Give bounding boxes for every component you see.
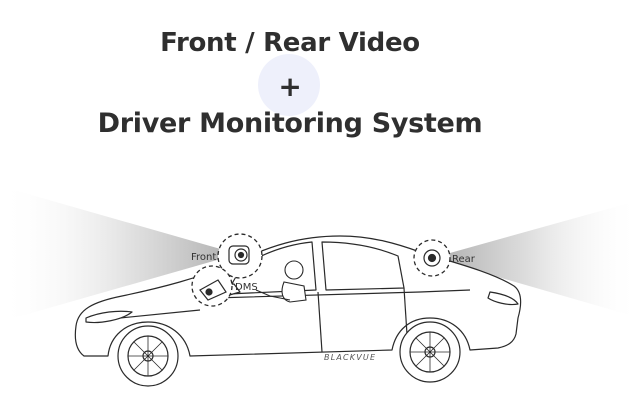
dms-camera-icon [199,279,227,301]
rear-wheel [399,321,461,383]
dms-label: DMS [235,282,258,293]
heading-plus-sign: + [278,70,302,103]
front-camera-beam [0,186,238,322]
dms-camera-callout [191,265,233,307]
front-camera-callout [217,233,263,279]
rear-camera-callout [413,239,451,277]
rear-label: Rear [452,254,476,265]
front-camera-icon [228,245,250,265]
heading-line-driver-monitoring: Driver Monitoring System [97,108,483,139]
rear-camera-icon [423,249,441,267]
heading-line-front-rear-video: Front / Rear Video [160,28,420,58]
brand-logo-text: BLACKVUE [324,353,376,362]
rear-camera-beam [432,200,640,318]
driver-figure [255,260,307,303]
car-camera-diagram: Front DMS Rear BLACKVUE [0,186,640,387]
front-label: Front [191,252,216,263]
front-wheel [117,325,179,387]
plus-highlight-circle [258,54,320,116]
